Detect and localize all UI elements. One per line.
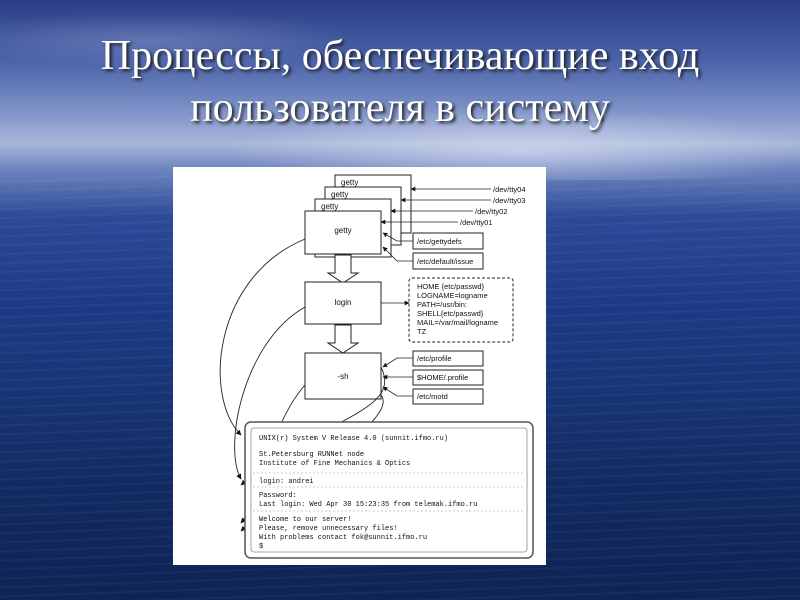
terminal-login-prompt: login: andrei [259, 478, 314, 486]
getty-to-login-arrow [326, 254, 360, 284]
tty-label: /dev/tty03 [493, 196, 526, 205]
tty-label: /dev/tty01 [460, 218, 493, 227]
slide-title: Процессы, обеспечивающие вход пользовате… [0, 30, 800, 134]
shell-process-label: -sh [337, 372, 348, 381]
sky-background [0, 0, 800, 180]
env-line: HOME {etc/passwd} [417, 282, 485, 291]
title-line-1: Процессы, обеспечивающие вход [100, 33, 700, 79]
env-line: LOGNAME=logname [417, 291, 488, 300]
title-line-2: пользователя в систему [190, 85, 610, 131]
etc-profile-file-box [412, 350, 484, 367]
stacked-getty-label: getty [341, 178, 358, 187]
issue-file-label: /etc/default/issue [417, 257, 473, 266]
getty-process-label: getty [334, 226, 351, 235]
motd-file-box [412, 388, 484, 405]
env-line: TZ [417, 327, 427, 336]
login-process-box [304, 281, 382, 325]
login-process-label: login [335, 298, 352, 307]
terminal-banner-line: Institute of Fine Mechanics & Optics [259, 460, 410, 468]
env-line: MAIL=/var/mail/logname [417, 318, 498, 327]
home-profile-file-label: $HOME/.profile [417, 373, 468, 382]
home-profile-file-box [412, 369, 484, 386]
terminal-last-login-line: Last login: Wed Apr 30 15:23:35 from tel… [259, 501, 477, 509]
terminal-password-line: Password: [259, 492, 297, 500]
env-line: PATH=/usr/bin: [417, 300, 467, 309]
terminal-shell-prompt: $ [259, 543, 263, 551]
env-line: SHELL{etc/passwd} [417, 309, 484, 318]
stacked-getty-label: getty [331, 190, 348, 199]
diagram-svg: getty getty getty getty /dev/tty04 /dev/… [219, 174, 534, 559]
tty-connectors [380, 186, 491, 225]
tty-label: /dev/tty04 [493, 185, 526, 194]
terminal-screen [250, 427, 528, 553]
getty-process-box [304, 210, 382, 255]
terminal-motd-line: With problems contact fok@sunnit.ifmo.ru [259, 534, 427, 542]
gettydefs-file-label: /etc/gettydefs [417, 237, 462, 246]
login-to-sh-arrow [326, 324, 360, 354]
login-process-diagram: getty getty getty getty /dev/tty04 /dev/… [173, 167, 546, 565]
terminal-motd-line: Welcome to our server! [259, 516, 351, 524]
terminal-motd-line: Please, remove unnecessary files! [259, 525, 398, 533]
stacked-getty-label: getty [321, 202, 338, 211]
terminal-banner-line: UNIX(r) System V Release 4.0 (sunnit.ifm… [259, 435, 448, 443]
environment-box [408, 277, 514, 343]
etc-profile-file-label: /etc/profile [417, 354, 452, 363]
terminal-banner-line: St.Petersburg RUNNet node [259, 451, 364, 459]
motd-file-label: /etc/motd [417, 392, 448, 401]
tty-label: /dev/tty02 [475, 207, 508, 216]
shell-process-box [304, 352, 382, 400]
